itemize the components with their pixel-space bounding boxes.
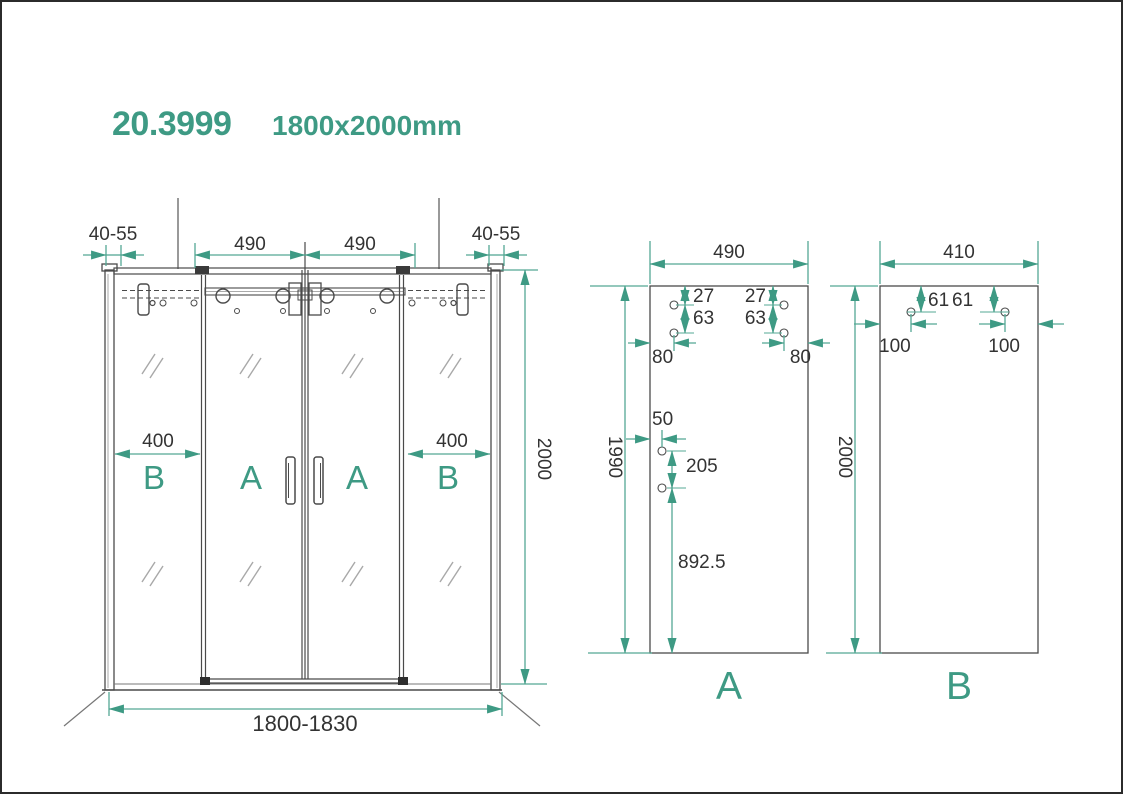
dim-label: 205 bbox=[686, 456, 718, 477]
label-fixed-right: B bbox=[437, 459, 459, 496]
roller-wheel-icon bbox=[215, 288, 231, 304]
dim-panel-a-edge-offset-right: 80 bbox=[762, 335, 830, 368]
dim-door-width-right: 490 bbox=[304, 234, 416, 268]
front-view: 40-55 40-55 490 490 400 400 bbox=[63, 198, 554, 736]
dim-panel-a-mid-to-bottom: 892.5 bbox=[667, 487, 726, 654]
dim-label: 400 bbox=[436, 431, 468, 452]
screw-hole bbox=[159, 299, 167, 307]
dim-label: 100 bbox=[879, 336, 911, 357]
dim-label: 892.5 bbox=[678, 552, 726, 573]
product-size: 1800x2000mm bbox=[272, 110, 462, 141]
rollers bbox=[215, 282, 395, 316]
dim-label: 100 bbox=[988, 336, 1020, 357]
dim-label: 27 bbox=[693, 286, 714, 307]
wall-bracket-track-left bbox=[122, 283, 202, 316]
dim-wall-profile-right: 40-55 bbox=[466, 224, 527, 266]
dim-fixed-panel-right: 400 bbox=[407, 431, 491, 459]
dim-label: 410 bbox=[943, 242, 975, 263]
dim-label: 1800-1830 bbox=[252, 711, 357, 736]
support-bars bbox=[177, 198, 440, 269]
dim-panel-a-edge-offset-left: 80 bbox=[628, 335, 696, 368]
panel-a-detail: 490 1990 27 63 27 63 bbox=[588, 241, 830, 708]
dim-label: 490 bbox=[344, 234, 376, 255]
dim-label: 80 bbox=[652, 347, 673, 368]
dim-label: 40-55 bbox=[89, 224, 138, 245]
dim-label: 490 bbox=[234, 234, 266, 255]
panel-a-outline bbox=[649, 285, 809, 654]
dim-label: 400 bbox=[142, 431, 174, 452]
dim-label: 80 bbox=[790, 347, 811, 368]
dim-fixed-panel-left: 400 bbox=[114, 431, 201, 459]
panel-a-label: A bbox=[716, 665, 742, 708]
dim-panel-b-edge-offset-left: 100 bbox=[854, 314, 937, 357]
roller-wheel-icon bbox=[275, 288, 291, 304]
wall-profile-left bbox=[101, 263, 118, 691]
dim-label: 63 bbox=[745, 308, 766, 329]
floor bbox=[63, 677, 541, 727]
front-panel-labels: B A A B bbox=[143, 459, 459, 496]
dim-label: 2000 bbox=[834, 436, 855, 478]
roller-wheel-icon bbox=[379, 288, 395, 304]
door-handles bbox=[285, 456, 324, 505]
panel-edges bbox=[200, 242, 405, 682]
dim-label: 61 bbox=[928, 290, 949, 311]
dim-label: 63 bbox=[693, 308, 714, 329]
dim-panel-a-width: 490 bbox=[649, 241, 809, 284]
screw-hole bbox=[439, 299, 447, 307]
dim-label: 50 bbox=[652, 409, 673, 430]
dim-label: 1990 bbox=[604, 436, 625, 478]
panel-b-outline bbox=[879, 285, 1039, 654]
label-door-left: A bbox=[240, 459, 262, 496]
dim-label: 27 bbox=[745, 286, 766, 307]
product-code: 20.3999 bbox=[112, 105, 231, 143]
dim-total-height: 2000 bbox=[501, 269, 554, 685]
panel-b-label: B bbox=[946, 665, 972, 708]
wall-profile-right bbox=[487, 263, 504, 691]
dim-label: 490 bbox=[713, 242, 745, 263]
handle-icon bbox=[313, 456, 324, 505]
screw-hole bbox=[408, 299, 416, 307]
roller-wheel-icon bbox=[319, 288, 335, 304]
drill-hole bbox=[657, 446, 667, 456]
dim-panel-a-holes-right: 27 63 bbox=[745, 285, 782, 334]
dim-panel-a-height: 1990 bbox=[588, 285, 652, 654]
handle-icon bbox=[285, 456, 296, 505]
dim-wall-profile-left: 40-55 bbox=[83, 224, 144, 266]
dim-label: 2000 bbox=[533, 438, 554, 480]
dim-panel-b-width: 410 bbox=[879, 241, 1039, 284]
title-block: 20.3999 1800x2000mm bbox=[112, 105, 462, 143]
drill-hole bbox=[657, 483, 667, 493]
wall-clamp-icon bbox=[137, 283, 150, 316]
dim-panel-b-edge-offset-right: 100 bbox=[979, 314, 1064, 357]
roller-carriage bbox=[308, 282, 322, 316]
dim-panel-b-height: 2000 bbox=[826, 285, 882, 654]
dim-panel-a-mid-edge-offset: 50 bbox=[626, 409, 686, 447]
wall-clamp-icon bbox=[456, 283, 469, 316]
door-guide bbox=[398, 677, 408, 685]
dim-panel-a-holes-left: 27 63 bbox=[676, 285, 714, 334]
dim-panel-a-mid-spacing: 205 bbox=[667, 450, 718, 489]
panel-b-detail: 410 2000 61 61 100 bbox=[826, 241, 1064, 708]
dim-label: 61 bbox=[952, 290, 973, 311]
dim-panel-b-holes-top: 61 61 bbox=[907, 285, 1009, 313]
door-guide bbox=[200, 677, 210, 685]
dim-label: 40-55 bbox=[472, 224, 521, 245]
dim-door-width-left: 490 bbox=[194, 234, 306, 268]
screw-hole bbox=[190, 299, 198, 307]
label-door-right: A bbox=[346, 459, 368, 496]
label-fixed-left: B bbox=[143, 459, 165, 496]
roller-carriage bbox=[288, 282, 302, 316]
dim-total-width: 1800-1830 bbox=[108, 692, 503, 736]
wall-bracket-track-right bbox=[408, 283, 488, 316]
